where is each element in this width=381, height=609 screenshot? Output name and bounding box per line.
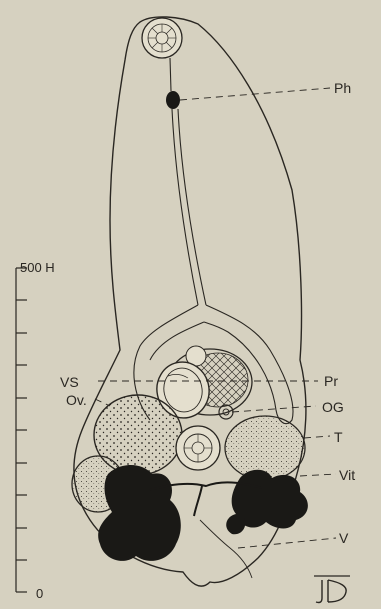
signature-monogram: [314, 576, 350, 603]
label-vs: VS: [60, 374, 79, 390]
pharynx: [166, 91, 180, 109]
label-pr: Pr: [324, 373, 338, 389]
vitellaria: [98, 465, 308, 561]
label-vit: Vit: [339, 467, 355, 483]
scale-label-bottom: 0: [36, 586, 43, 601]
scale-bar: [16, 268, 27, 592]
ootype: [176, 426, 220, 470]
label-t: T: [334, 429, 343, 445]
oral-sucker: [142, 18, 182, 58]
scale-label-top: 500 H: [20, 260, 55, 275]
label-v: V: [339, 530, 349, 546]
label-ov: Ov.: [66, 392, 87, 408]
label-og: OG: [322, 399, 344, 415]
label-ph: Ph: [334, 80, 351, 96]
testis-right: [225, 416, 305, 480]
